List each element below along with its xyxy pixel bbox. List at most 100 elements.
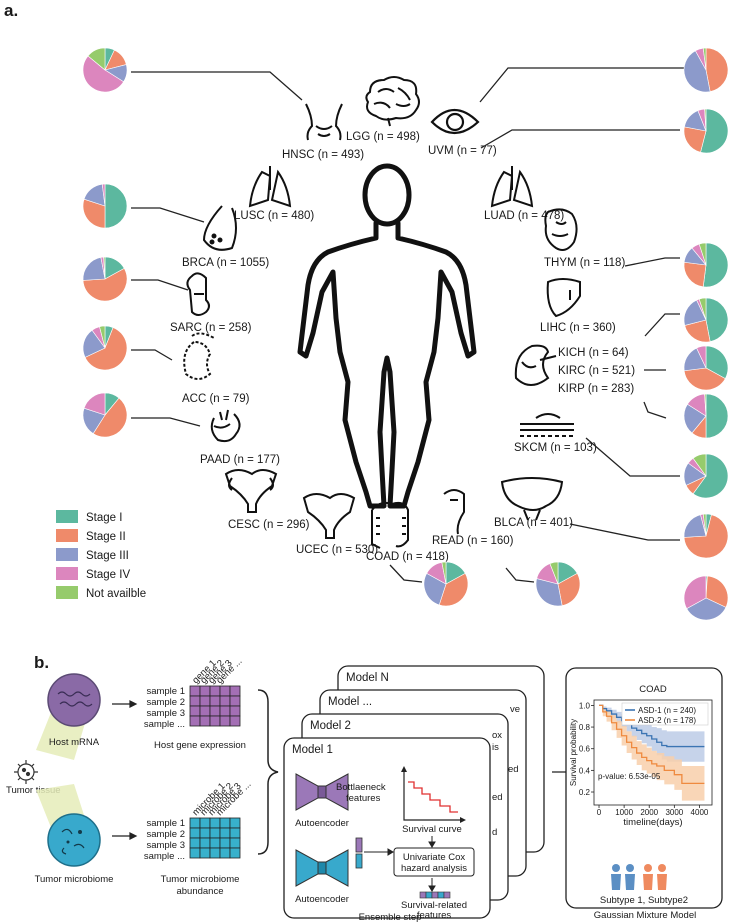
host-mrna-label: Host mRNA <box>49 737 100 748</box>
survival-features-strip <box>419 891 451 899</box>
legend-swatch-3 <box>56 567 78 580</box>
matrix-cell <box>199 685 211 697</box>
pie-skcm <box>683 513 729 559</box>
km-xtick-label-1: 1000 <box>615 808 633 817</box>
bottleneck-label-2: features <box>346 793 381 804</box>
pie-slice-thym-0 <box>702 242 729 288</box>
matrix-cell <box>229 847 241 859</box>
tumor-tissue-icon <box>14 760 38 784</box>
matrix-cell <box>219 837 231 849</box>
pie-slice-brca-4 <box>103 256 106 280</box>
km-xtick-label-4: 4000 <box>691 808 709 817</box>
microbe-sample-list: sample 1 sample 2 sample 3 sample ... <box>144 818 185 862</box>
uterus-icon-2 <box>302 493 356 539</box>
microbiome-abundance-label-2: abundance <box>176 886 223 897</box>
pie-lusc <box>82 183 128 229</box>
throat-icon <box>305 103 343 141</box>
tumor-tissue-label: Tumor tissue <box>6 785 61 796</box>
host-expression-label: Host gene expression <box>154 740 246 751</box>
cox-label-1: Univariate Cox <box>403 852 466 863</box>
kich-label: KICH (n = 64) <box>558 347 629 359</box>
kirc-label: KIRC (n = 521) <box>558 365 635 377</box>
matrix-cell <box>229 837 241 849</box>
svg-text:sample 3: sample 3 <box>146 708 185 719</box>
matrix-cell <box>219 685 231 697</box>
svg-text:ve: ve <box>510 704 520 715</box>
panel-label-b: b. <box>34 653 49 672</box>
autoencoder-label-2: Autoencoder <box>295 894 349 905</box>
lungs-icon <box>248 166 292 208</box>
matrix-cell <box>229 715 241 727</box>
model-n-label: Model N <box>346 672 389 684</box>
legend-label-4: Not availble <box>86 588 146 600</box>
matrix-cell <box>209 695 221 707</box>
bottleneck-features <box>355 837 363 869</box>
host-mrna-circle <box>36 673 101 760</box>
matrix-cell <box>189 685 201 697</box>
luad-label: LUAD (n = 478) <box>484 210 564 222</box>
km-ytick-label-3: 0.8 <box>579 723 591 732</box>
hnsc-label: HNSC (n = 493) <box>282 149 364 161</box>
colon-icon <box>371 501 409 549</box>
pie-slice-uvm-1 <box>705 47 729 92</box>
pie-thym <box>683 242 729 288</box>
gene-header: gene 1 gene 2 gene 3 gene ... <box>190 656 244 686</box>
pie-slice-brca-1 <box>82 267 128 302</box>
pie-slice-kirp-4 <box>692 453 707 477</box>
pie-slice-acc-3 <box>83 392 106 416</box>
matrix-cell <box>199 695 211 707</box>
matrix-cell <box>209 685 221 697</box>
microbe-header: microbe 1 microbe 2 microbe 3 microbe ..… <box>190 779 253 818</box>
pie-slice-uvm-4 <box>702 47 707 71</box>
pie-slice-lihc-4 <box>698 297 707 321</box>
cesc-label: CESC (n = 296) <box>228 519 310 531</box>
pie-slice-thym-1 <box>683 261 707 288</box>
pie-coad <box>423 561 469 607</box>
microbiome-abundance-label-1: Tumor microbiome <box>161 874 240 885</box>
legend-label-2: Stage III <box>86 550 129 562</box>
matrix-cell <box>189 847 201 859</box>
pie-slice-coad-4 <box>441 561 447 585</box>
pie-slice-read-2 <box>535 578 563 607</box>
brain-icon <box>365 76 420 127</box>
pie-slice-hnsc-4 <box>87 47 106 71</box>
uvm-label: UVM (n = 77) <box>428 145 497 157</box>
pie-slice-lusc-1 <box>82 198 106 229</box>
matrix-cell <box>199 705 211 717</box>
km-xtick-label-2: 2000 <box>640 808 658 817</box>
matrix-cell <box>199 847 211 859</box>
legend-label-0: Stage I <box>86 512 122 524</box>
panel-label-a: a. <box>4 1 18 20</box>
model-etc-label: Model ... <box>328 696 372 708</box>
matrix-cell <box>229 695 241 707</box>
matrix-cell <box>229 827 241 839</box>
svg-text:ed: ed <box>492 792 503 803</box>
legend-label-1: Stage II <box>86 531 126 543</box>
pie-slice-brca-2 <box>82 257 106 281</box>
pie-slice-skcm-1 <box>683 514 729 559</box>
model-1-label: Model 1 <box>292 744 333 756</box>
rectum-icon <box>443 489 465 535</box>
coad-label: COAD (n = 418) <box>366 551 449 563</box>
matrix-cell <box>219 817 231 829</box>
km-xtick-label-0: 0 <box>597 808 602 817</box>
ucec-label: UCEC (n = 530) <box>296 544 378 556</box>
pie-slice-skcm-4 <box>702 513 707 537</box>
pie-hnsc <box>82 47 128 93</box>
pie-uvm <box>683 47 729 93</box>
matrix-cell <box>209 837 221 849</box>
legend-swatch-1 <box>56 529 78 542</box>
pie-kich <box>683 345 729 391</box>
arrows-samples <box>112 700 138 840</box>
survival-features-label-1: Survival-related <box>401 900 467 911</box>
tumor-microbiome-label: Tumor microbiome <box>35 874 114 885</box>
autoencoder-icon-2 <box>295 849 349 887</box>
svg-text:sample 3: sample 3 <box>146 840 185 851</box>
pie-slice-kirc-4 <box>704 393 707 417</box>
uterus-icon <box>224 469 278 513</box>
svg-text:d: d <box>492 827 497 838</box>
matrix-cell <box>189 695 201 707</box>
connector-lines <box>131 67 690 583</box>
eye-icon <box>430 108 480 135</box>
